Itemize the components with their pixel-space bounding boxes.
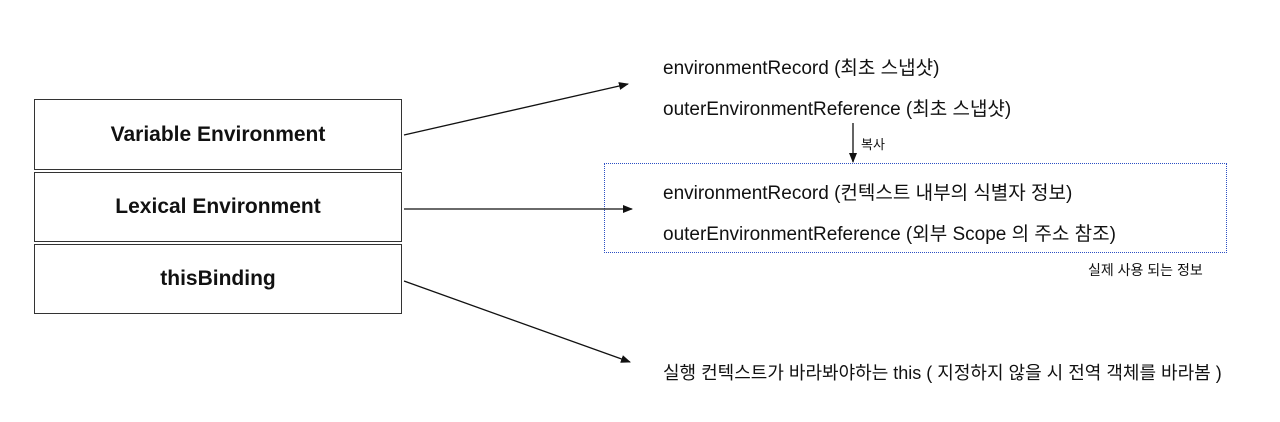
lexical-environment-box: Lexical Environment bbox=[34, 172, 402, 242]
variable-outer-reference-text: outerEnvironmentReference (최초 스냅샷) bbox=[663, 99, 1012, 120]
lexical-outer-reference-text: outerEnvironmentReference (외부 Scope 의 주소… bbox=[663, 224, 1116, 245]
variable-environment-record-text: environmentRecord (최초 스냅샷) bbox=[663, 58, 940, 79]
this-binding-label: thisBinding bbox=[160, 267, 276, 290]
lexical-environment-record-text: environmentRecord (컨텍스트 내부의 식별자 정보) bbox=[663, 183, 1073, 204]
lexical-environment-label: Lexical Environment bbox=[115, 195, 321, 218]
this-binding-to-detail-arrow bbox=[403, 280, 631, 363]
copy-label: 복사 bbox=[861, 137, 885, 152]
variable-to-detail-arrow bbox=[403, 82, 629, 136]
variable-environment-label: Variable Environment bbox=[110, 122, 326, 146]
this-binding-detail-text: 실행 컨텍스트가 바라봐야하는 this ( 지정하지 않을 시 전역 객체를 … bbox=[663, 363, 1222, 383]
active-box-caption: 실제 사용 되는 정보 bbox=[1088, 262, 1203, 278]
this-binding-box: thisBinding bbox=[34, 244, 402, 314]
variable-environment-box: Variable Environment bbox=[34, 99, 402, 170]
active-info-box bbox=[604, 163, 1227, 253]
